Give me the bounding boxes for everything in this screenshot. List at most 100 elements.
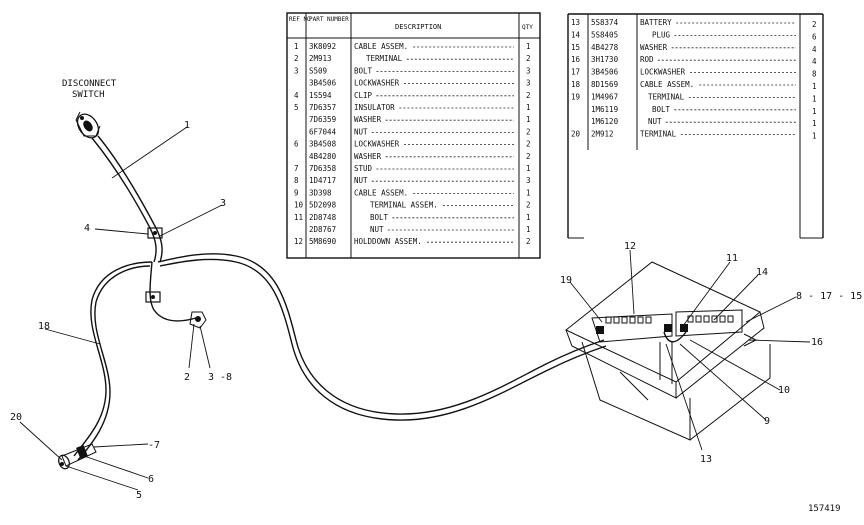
battery[interactable] xyxy=(591,309,743,343)
row-part-number: 3B4508 xyxy=(309,140,337,149)
row-description: TERMINAL xyxy=(648,92,685,101)
row-description: STUD xyxy=(354,164,373,173)
battery-box[interactable] xyxy=(565,261,771,441)
row-description: CABLE ASSEM. xyxy=(354,188,408,197)
row-qty: 1 xyxy=(526,103,531,112)
row-description: TERMINAL ASSEM. xyxy=(370,201,438,210)
row-description: BOLT xyxy=(354,66,373,75)
callout-13: 13 xyxy=(700,454,712,465)
row-part-number: 3D398 xyxy=(309,188,332,197)
row-part-number: 5S8374 xyxy=(591,18,619,27)
row-qty: 2 xyxy=(526,54,531,63)
row-ref-no: 8 xyxy=(294,176,299,185)
table-right-border xyxy=(567,13,824,238)
figure-number: 157419 xyxy=(808,504,841,514)
row-ref-no: 16 xyxy=(571,55,581,64)
row-ref-no: 2 xyxy=(294,54,299,63)
row-qty: 6 xyxy=(812,32,817,41)
row-description: CABLE ASSEM. xyxy=(354,42,408,51)
cable-assem-18[interactable] xyxy=(73,261,153,461)
callout-6: 6 xyxy=(148,474,154,485)
stud-terminal-assembly[interactable] xyxy=(57,443,97,470)
row-qty: 1 xyxy=(526,188,531,197)
row-ref-no: 4 xyxy=(294,91,299,100)
row-qty: 3 xyxy=(526,66,531,75)
row-description: NUT xyxy=(370,225,384,234)
row-part-number: 3B4506 xyxy=(591,68,619,77)
row-qty: 1 xyxy=(812,94,817,103)
row-ref-no: 17 xyxy=(571,68,580,77)
row-description: CLIP xyxy=(354,91,373,100)
disconnect-switch[interactable] xyxy=(73,110,103,142)
row-description: WASHER xyxy=(354,115,382,124)
header-ref-no: REF NO xyxy=(289,16,311,23)
row-description: WASHER xyxy=(640,43,668,52)
callout-18: 18 xyxy=(38,321,50,332)
callout-10: 10 xyxy=(778,385,790,396)
row-description: PLUG xyxy=(652,30,671,39)
row-ref-no: 6 xyxy=(294,140,299,149)
row-qty: 1 xyxy=(526,42,531,51)
callout-19: 19 xyxy=(560,275,572,286)
row-part-number: 2D8748 xyxy=(309,213,337,222)
row-description: CABLE ASSEM. xyxy=(640,80,694,89)
row-part-number: 7D6359 xyxy=(309,115,336,124)
row-qty: 2 xyxy=(526,140,531,149)
row-part-number: 5D2098 xyxy=(309,201,337,210)
row-qty: 1 xyxy=(526,225,531,234)
row-description: WASHER xyxy=(354,152,382,161)
cable-assem-9[interactable] xyxy=(149,253,607,421)
row-ref-no: 14 xyxy=(571,30,581,39)
row-ref-no: 10 xyxy=(294,201,304,210)
row-description: ROD xyxy=(640,55,654,64)
row-part-number: 4B4278 xyxy=(591,43,619,52)
row-part-number: 7D6358 xyxy=(309,164,337,173)
row-qty: 2 xyxy=(812,20,817,29)
row-ref-no: 19 xyxy=(571,92,580,101)
row-qty: 1 xyxy=(812,132,817,141)
row-qty: 4 xyxy=(812,57,817,66)
callout-7: -7 xyxy=(148,440,160,451)
row-description: BOLT xyxy=(652,105,671,114)
callout-11: 11 xyxy=(726,253,738,264)
row-description: NUT xyxy=(648,117,662,126)
row-ref-no: 1 xyxy=(294,42,299,51)
row-part-number: 1D4717 xyxy=(309,176,336,185)
row-part-number: 5M8690 xyxy=(309,237,337,246)
cable-assem-1[interactable] xyxy=(91,135,163,263)
row-qty: 1 xyxy=(812,119,817,128)
row-part-number: 7D6357 xyxy=(309,103,336,112)
callout-14: 14 xyxy=(756,267,768,278)
table-row: 1M6120 NUT 1 xyxy=(591,117,817,128)
row-qty: 1 xyxy=(812,82,817,91)
callout-leaders xyxy=(19,126,811,491)
callout-16: 16 xyxy=(811,337,823,348)
row-qty: 1 xyxy=(526,115,531,124)
row-ref-no: 9 xyxy=(294,188,299,197)
row-description: BOLT xyxy=(370,213,389,222)
row-part-number: 2M913 xyxy=(309,54,332,63)
clip xyxy=(147,227,163,239)
row-ref-no: 20 xyxy=(571,130,581,139)
row-description: LOCKWASHER xyxy=(640,68,686,77)
row-part-number: 1M6120 xyxy=(591,117,619,126)
row-qty: 1 xyxy=(812,107,817,116)
